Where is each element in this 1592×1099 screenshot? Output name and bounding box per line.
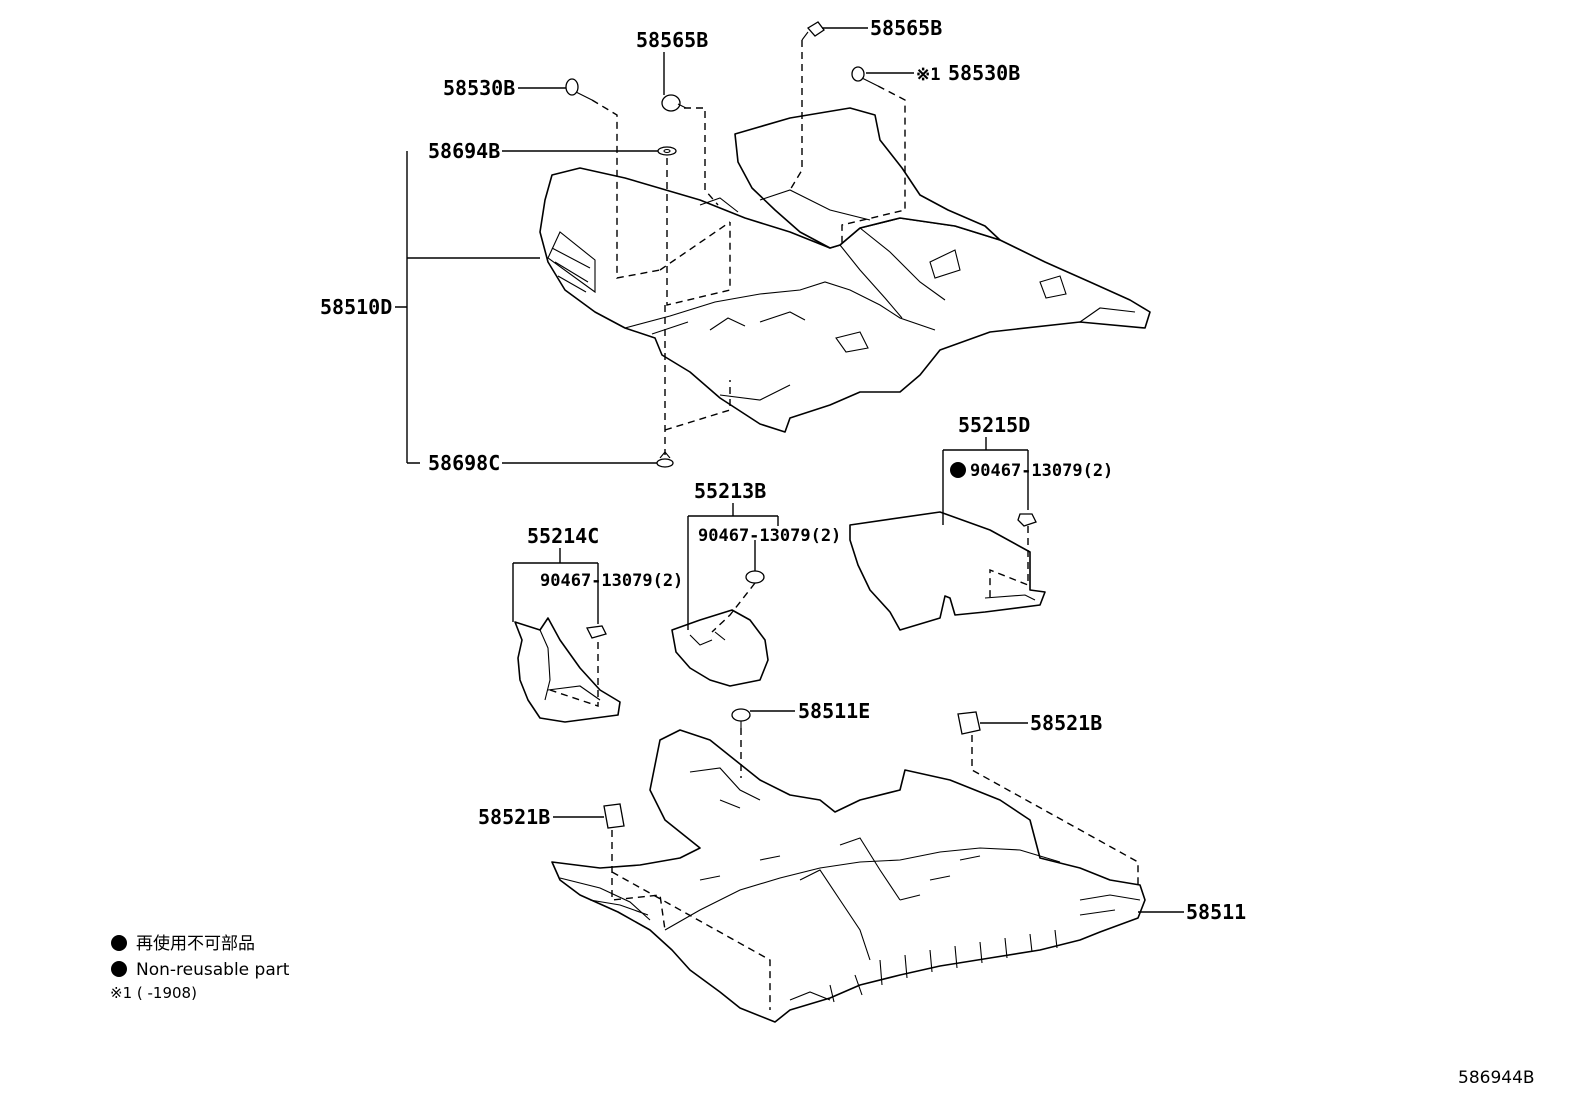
clip-90467-b-icon	[745, 570, 765, 584]
label-90467-c: 90467-13079(2)	[540, 571, 683, 591]
silencer-pad-55214C	[514, 617, 621, 723]
label-58565B-left: 58565B	[636, 28, 708, 52]
clip-58565B-right-icon	[801, 21, 825, 41]
floor-carpet-upper	[539, 107, 1151, 433]
floor-silencer-lower	[551, 729, 1146, 1023]
label-58530B-right: 58530B	[948, 61, 1020, 85]
label-58530B-left: 58530B	[443, 76, 515, 100]
label-58511E: 58511E	[798, 699, 870, 723]
grommet-58694B-icon	[657, 146, 677, 156]
label-58510D: 58510D	[320, 295, 392, 319]
label-55213B: 55213B	[694, 479, 766, 503]
label-55215D: 55215D	[958, 413, 1030, 437]
label-58694B: 58694B	[428, 139, 500, 163]
label-58565B-right: 58565B	[870, 16, 942, 40]
legend-line-3: ※1 ( -1908)	[110, 984, 197, 1002]
part-labels: 58565B 58565B 58530B ※1 58530B 58694B 58…	[320, 16, 1246, 924]
clip-90467-a-icon	[1017, 513, 1037, 527]
clip-58521B-right-icon	[957, 711, 981, 735]
label-90467-a: 90467-13079(2)	[970, 461, 1113, 481]
legend-dot-icon	[111, 935, 127, 951]
non-reusable-marker-icon	[950, 462, 966, 478]
label-55214C: 55214C	[527, 524, 599, 548]
legend: 再使用不可部品 Non-reusable part ※1 ( -1908)	[110, 933, 290, 1002]
clip-58530B-left-icon	[565, 78, 593, 101]
leader-lines	[395, 27, 1184, 913]
silencer-pad-55215D	[849, 511, 1046, 631]
label-58521B-left: 58521B	[478, 805, 550, 829]
clip-58521B-left-icon	[603, 803, 625, 829]
dashed-lines	[549, 40, 1139, 1010]
label-90467-b: 90467-13079(2)	[698, 526, 841, 546]
legend-line-2: Non-reusable part	[136, 960, 290, 980]
clip-58511E-icon	[731, 708, 751, 728]
legend-line-1: 再使用不可部品	[136, 933, 255, 954]
label-58511: 58511	[1186, 900, 1246, 924]
label-58698C: 58698C	[428, 451, 500, 475]
silencer-pad-55213B	[671, 609, 769, 687]
legend-dot-icon	[111, 961, 127, 977]
clip-90467-c-icon	[586, 625, 607, 639]
fasteners	[565, 21, 1037, 829]
clip-58565B-left-icon	[661, 94, 687, 112]
clip-58530B-right-icon	[851, 66, 879, 87]
grommet-58698C-icon	[656, 451, 674, 468]
diagram-id: 586944B	[1458, 1068, 1535, 1088]
label-58521B-right: 58521B	[1030, 711, 1102, 735]
label-note-mark: ※1	[916, 65, 940, 85]
